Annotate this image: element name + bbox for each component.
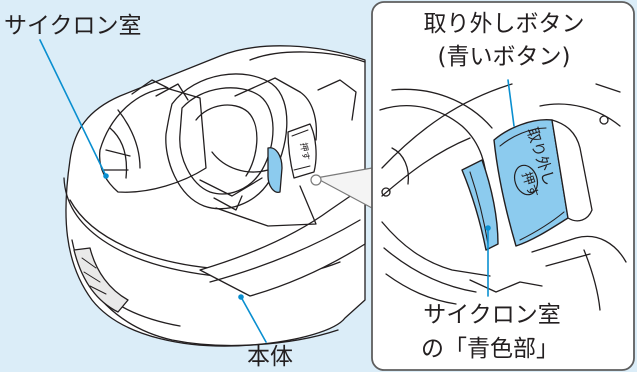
label-blue-part-line1: サイクロン室 bbox=[423, 302, 561, 328]
cyclone-blue-part bbox=[267, 147, 283, 193]
label-cyclone-chamber: サイクロン室 bbox=[4, 13, 142, 39]
body-vent bbox=[73, 247, 129, 313]
callout-target bbox=[310, 174, 322, 186]
label-release-button-line2: (青いボタン) bbox=[437, 44, 571, 70]
release-button-small bbox=[287, 123, 317, 179]
main-body-drawing bbox=[63, 45, 366, 347]
cyclone-chamber-drawing bbox=[98, 73, 317, 227]
inset-button-rim bbox=[551, 119, 593, 222]
label-main-body: 本体 bbox=[247, 344, 293, 370]
magnified-inset bbox=[310, 1, 635, 371]
leader-lines bbox=[39, 39, 515, 343]
leader-main-body bbox=[240, 296, 267, 343]
inset-release-button bbox=[493, 119, 569, 247]
inset-button-push-mark bbox=[513, 164, 539, 196]
label-release-button-line1: 取り外しボタン bbox=[423, 11, 585, 37]
leader-release-button bbox=[507, 79, 515, 127]
leader-cyclone-chamber bbox=[39, 39, 107, 177]
main-button-text: 押す bbox=[297, 142, 312, 162]
label-blue-part-line2: の「青色部」 bbox=[421, 336, 559, 362]
cyclone-ring bbox=[165, 73, 288, 210]
